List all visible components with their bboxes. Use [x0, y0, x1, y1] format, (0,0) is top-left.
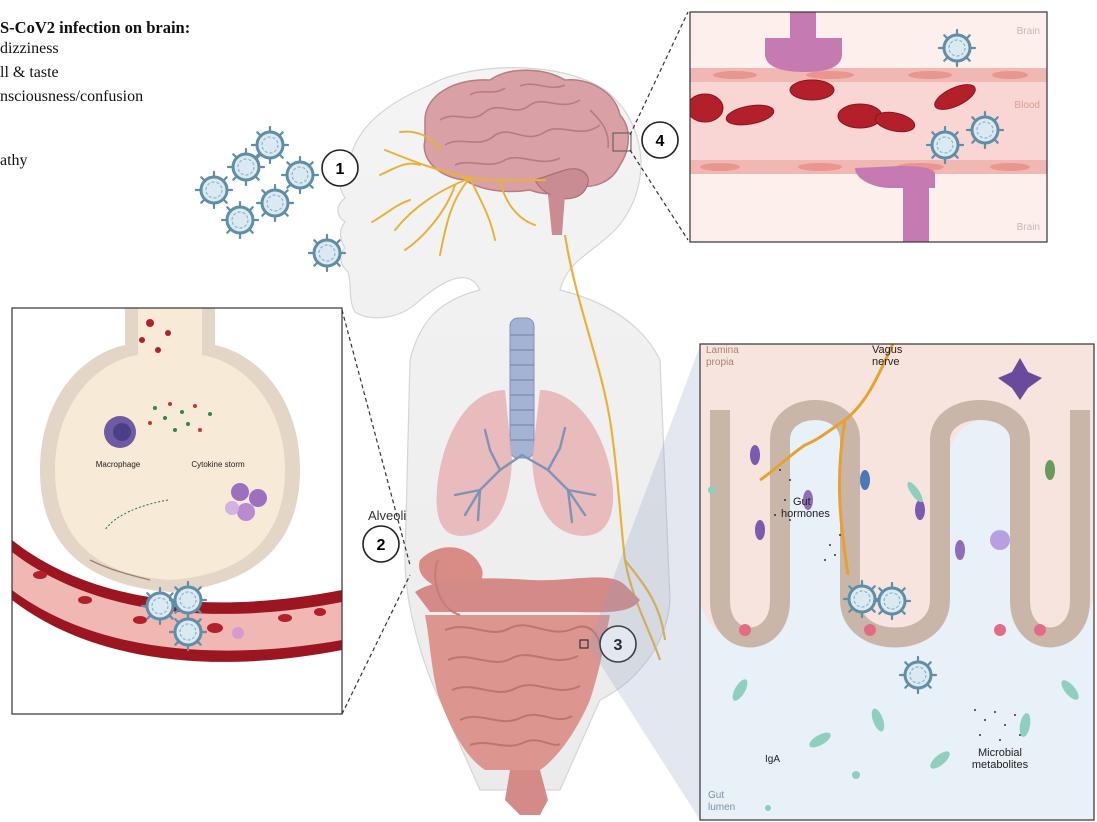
alveolus-panel: Macrophage Cytokine storm	[12, 308, 342, 714]
trachea	[510, 318, 534, 458]
gut-lumen-label-2: lumen	[708, 802, 735, 813]
lamina-propia-label-1: Lamina	[706, 345, 739, 356]
svg-text:1: 1	[336, 161, 345, 178]
svg-text:4: 4	[656, 133, 665, 150]
gut-hormones-label-1: Gut	[793, 496, 811, 508]
microbial-metabolites-label-1: Microbial	[978, 747, 1022, 759]
marker-2: 2	[363, 526, 399, 562]
lamina-propia-label-2: propia	[706, 357, 734, 368]
gut-lumen-panel: Lamina propia Vagus nerve Gut hormones I…	[700, 344, 1094, 820]
gut-hormones-label-2: hormones	[781, 508, 830, 520]
brain-label-bottom: Brain	[1017, 222, 1040, 233]
microbial-metabolites-label-2: metabolites	[972, 759, 1029, 771]
vagus-nerve-label-2: nerve	[872, 356, 900, 368]
blood-label: Blood	[1014, 100, 1040, 111]
brain-label-top: Brain	[1017, 26, 1040, 37]
macrophage-label: Macrophage	[96, 460, 141, 469]
vagus-nerve-label-1: Vagus	[872, 344, 903, 356]
cytokine-storm-label: Cytokine storm	[191, 460, 245, 469]
svg-text:2: 2	[377, 537, 386, 554]
alveoli-label: Alveoli	[368, 508, 406, 523]
iga-label: IgA	[765, 754, 780, 765]
marker-4: 4	[642, 122, 678, 158]
blood-brain-barrier-panel: Brain Blood Brain	[687, 12, 1047, 242]
marker-1: 1	[322, 150, 358, 186]
airborne-virus-cluster	[196, 127, 345, 271]
gut-lumen-label-1: Gut	[708, 790, 724, 801]
